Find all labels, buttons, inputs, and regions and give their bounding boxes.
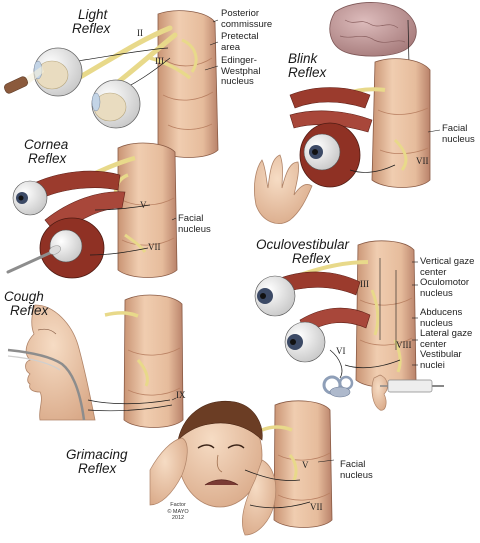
- penlight: [4, 66, 44, 94]
- cotton-swab: [6, 245, 61, 274]
- brainstem: [371, 58, 431, 188]
- credit-line: Factor: [170, 502, 186, 508]
- label-center: center: [420, 338, 447, 350]
- label-commissure: commissure: [221, 18, 273, 30]
- cornea-reflex-title: Cornea Reflex: [24, 138, 68, 165]
- label-facial: Facial: [178, 213, 204, 224]
- brainstem: [117, 142, 178, 278]
- brain: [329, 2, 417, 57]
- nerve-VIII: VIII: [396, 340, 412, 350]
- title-line: Oculovestibular: [256, 237, 350, 252]
- nerve-III: III: [155, 56, 164, 66]
- oculovestibular-reflex-illustration: [254, 240, 444, 411]
- ear: [371, 374, 388, 411]
- nerve-VII: VII: [310, 502, 323, 512]
- blink-reflex-illustration: [254, 2, 441, 224]
- grimacing-labels: Facial nucleus: [340, 459, 373, 481]
- label-vertical-gaze: Vertical gaze: [420, 256, 475, 267]
- label-posterior: Posterior: [221, 8, 260, 19]
- nerve-II: II: [137, 28, 143, 38]
- label-oculomotor: Oculomotor: [420, 277, 470, 288]
- cough-reflex-title: Cough Reflex: [4, 290, 48, 317]
- nerve-III: III: [360, 279, 369, 289]
- nerve-V: V: [140, 200, 147, 210]
- nerve-IX: IX: [176, 390, 186, 400]
- eye-cornea-lower: [39, 217, 105, 279]
- brainstem: [273, 400, 333, 528]
- hand-left: [149, 437, 188, 506]
- label-nucleus: nucleus: [178, 223, 211, 235]
- label-center: center: [420, 266, 447, 278]
- hand: [254, 154, 313, 224]
- optic-nerve: [72, 25, 173, 83]
- grimacing-face: [177, 400, 263, 508]
- nerve-VI: VI: [336, 346, 346, 356]
- label-area: area: [221, 41, 241, 53]
- oculovestibular-reflex-title: Oculovestibular Reflex: [256, 238, 349, 265]
- title-line: Reflex: [288, 64, 327, 80]
- brainstem: [157, 10, 219, 158]
- title-line: Cornea: [24, 137, 69, 152]
- eye-right: [91, 79, 141, 129]
- label-nucleus: nucleus: [442, 133, 475, 145]
- title-line: Reflex: [292, 250, 331, 266]
- label-westphal: Westphal: [221, 65, 261, 77]
- oculovestibular-labels: Vertical gaze center Oculomotor nucleus …: [420, 256, 475, 371]
- syringe: [380, 379, 444, 393]
- grimacing-reflex-title: Grimacing Reflex: [66, 448, 128, 475]
- title-line: Reflex: [28, 150, 67, 166]
- label-vestibular: Vestibular: [420, 349, 462, 360]
- label-nuclei: nuclei: [420, 359, 445, 371]
- label-nucleus: nucleus: [420, 287, 453, 299]
- title-line: Reflex: [78, 460, 117, 476]
- eye-blink: [299, 122, 361, 188]
- title-line: Blink: [288, 51, 318, 66]
- nerve-V: V: [302, 460, 309, 470]
- title-line: Light: [78, 7, 108, 22]
- blink-reflex-title: Blink Reflex: [288, 52, 326, 79]
- eye-cornea-upper: [12, 180, 48, 216]
- grimacing-reflex-illustration: [149, 400, 335, 536]
- cornea-reflex-illustration: [6, 142, 178, 279]
- nerve-VII: VII: [148, 242, 161, 252]
- light-labels: Posterior commissure Pretectal area Edin…: [221, 8, 273, 88]
- eye-ov-upper: [254, 275, 296, 317]
- light-reflex-title: Light Reflex: [72, 7, 110, 35]
- label-edinger: Edinger-: [221, 55, 257, 66]
- credit-line: © MAYO: [167, 508, 189, 515]
- hand-right: [241, 459, 277, 536]
- artist-credit: Factor © MAYO 2012: [160, 502, 196, 522]
- brainstem: [123, 294, 184, 428]
- label-nucleus: nucleus: [221, 76, 254, 87]
- inner-ear-icon: [322, 375, 354, 398]
- title-line: Cough: [4, 289, 44, 304]
- label-facial: Facial: [442, 123, 468, 134]
- title-line: Reflex: [72, 20, 111, 36]
- blink-labels: Facial nucleus: [442, 123, 475, 145]
- cough-reflex-illustration: [7, 294, 184, 428]
- eye-ov-lower: [284, 321, 326, 363]
- title-line: Reflex: [10, 302, 49, 318]
- label-facial: Facial: [340, 459, 366, 470]
- light-reflex-illustration: [4, 10, 219, 158]
- title-line: Grimacing: [66, 447, 128, 462]
- cornea-labels: Facial nucleus: [178, 213, 211, 235]
- label-nucleus: nucleus: [340, 469, 373, 481]
- label-pretectal: Pretectal: [221, 31, 259, 42]
- label-abducens: Abducens: [420, 307, 463, 318]
- credit-line: 2012: [171, 515, 185, 521]
- nerve-VII: VII: [416, 156, 429, 166]
- label-lateral-gaze: Lateral gaze: [420, 328, 473, 339]
- label-nucleus: nucleus: [420, 317, 453, 329]
- suction-catheter: [7, 348, 86, 421]
